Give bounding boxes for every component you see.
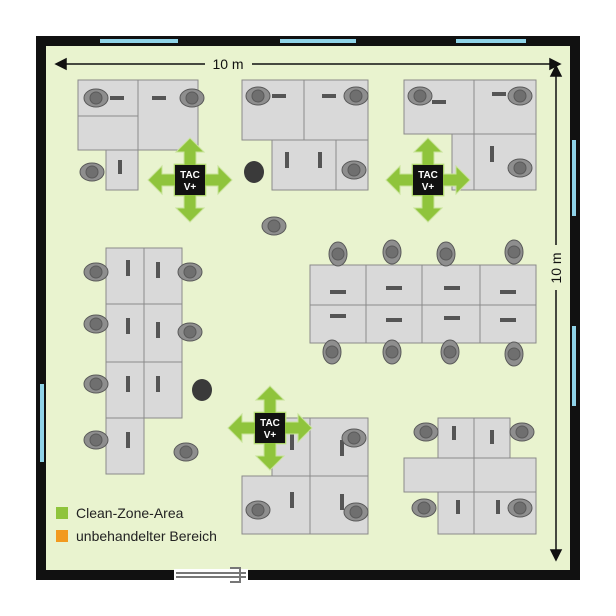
- person: [507, 158, 533, 178]
- desk-cluster-right: [309, 264, 537, 344]
- person: [83, 88, 109, 108]
- person: [341, 160, 367, 180]
- person: [83, 262, 109, 282]
- person: [261, 216, 287, 236]
- person: [83, 374, 109, 394]
- person: [413, 422, 439, 442]
- tac-unit-2: TAC V+: [385, 137, 471, 223]
- person: [343, 502, 369, 522]
- legend-swatch-green: [56, 507, 68, 519]
- person: [440, 339, 460, 365]
- tac-label-line1: TAC: [180, 170, 200, 181]
- tac-unit-box: [255, 413, 285, 443]
- legend-item-untreated: unbehandelter Bereich: [56, 528, 217, 544]
- door: [174, 567, 248, 583]
- person: [179, 88, 205, 108]
- desk-cluster-left: [105, 247, 183, 475]
- tac-label-line1: TAC: [418, 170, 438, 181]
- legend-label: Clean-Zone-Area: [76, 505, 184, 521]
- dimension-height: [549, 64, 563, 562]
- legend-item-clean-zone: Clean-Zone-Area: [56, 505, 183, 521]
- person: [177, 262, 203, 282]
- person: [407, 86, 433, 106]
- person: [504, 341, 524, 367]
- legend-swatch-orange: [56, 530, 68, 542]
- tac-unit-1: TAC V+: [147, 137, 233, 223]
- tac-unit-3: TAC V+: [227, 385, 313, 471]
- legend-label: unbehandelter Bereich: [76, 528, 217, 544]
- person: [504, 239, 524, 265]
- person: [382, 239, 402, 265]
- person: [343, 86, 369, 106]
- person: [173, 442, 199, 462]
- tac-label-line2: V+: [184, 182, 197, 193]
- desk-cluster-bottom-right: [403, 417, 537, 535]
- tac-label-line2: V+: [422, 182, 435, 193]
- person: [411, 498, 437, 518]
- person: [245, 500, 271, 520]
- monitors: [110, 92, 516, 514]
- person: [436, 241, 456, 267]
- person: [83, 430, 109, 450]
- person: [382, 339, 402, 365]
- person: [341, 428, 367, 448]
- tac-unit-box: [175, 165, 205, 195]
- person: [83, 314, 109, 334]
- person: [79, 162, 105, 182]
- person: [507, 498, 533, 518]
- person: [322, 339, 342, 365]
- desk-cluster-top-right: [403, 79, 537, 191]
- people: [79, 86, 535, 522]
- person: [328, 241, 348, 267]
- person: [177, 322, 203, 342]
- person: [507, 86, 533, 106]
- width-label: 10 m: [212, 56, 243, 72]
- height-label: 10 m: [548, 252, 564, 283]
- person: [509, 422, 535, 442]
- windows: [40, 39, 576, 462]
- person: [245, 86, 271, 106]
- tac-label-line2: V+: [264, 430, 277, 441]
- chairs: [192, 161, 264, 401]
- tac-label-line1: TAC: [260, 418, 280, 429]
- tac-unit-box: [413, 165, 443, 195]
- dimension-width: [54, 57, 562, 71]
